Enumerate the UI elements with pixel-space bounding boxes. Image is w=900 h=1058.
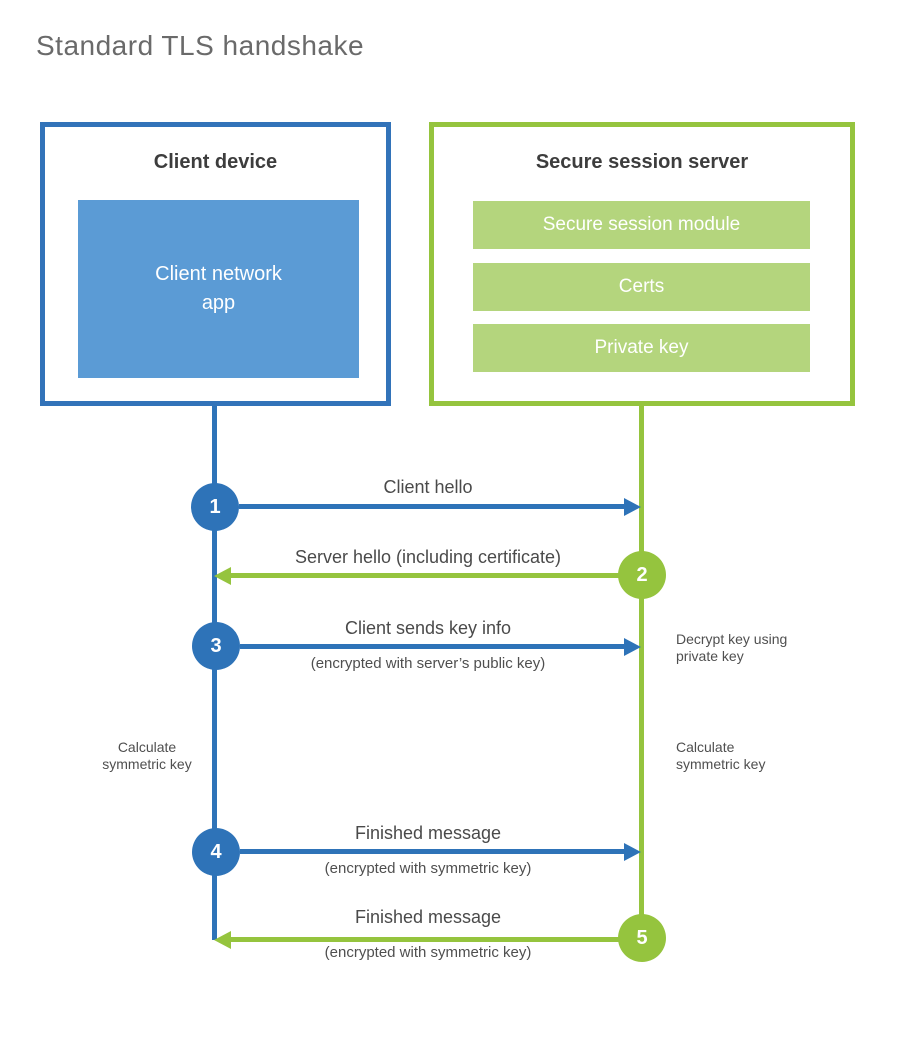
arrow-5-head-left-icon <box>214 931 231 949</box>
server-module-secure-session: Secure session module <box>473 201 810 249</box>
server-module-certs: Certs <box>473 263 810 311</box>
note-decrypt-key: Decrypt key using private key <box>676 631 788 664</box>
arrow-5-line <box>231 937 620 942</box>
client-lifeline <box>212 406 217 940</box>
step-4-number: 4 <box>210 840 222 863</box>
arrow-1-head-right-icon <box>624 498 641 516</box>
message-4-label: Finished message <box>354 823 502 843</box>
arrow-3-line <box>240 644 625 649</box>
message-5-label: Finished message <box>354 907 502 927</box>
step-3-marker: 3 <box>192 622 240 670</box>
server-module-private-key: Private key <box>473 324 810 372</box>
note-calculate-symmetric-key-client: Calculate symmetric key <box>102 739 192 772</box>
arrow-4-line <box>240 849 625 854</box>
message-3-label: Client sends key info <box>344 618 512 638</box>
message-3-sublabel: (encrypted with server’s public key) <box>310 655 546 672</box>
step-1-marker: 1 <box>191 483 239 531</box>
step-1-number: 1 <box>209 495 221 518</box>
client-device-title: Client device <box>153 151 278 173</box>
message-2-label: Server hello (including certificate) <box>294 547 562 567</box>
step-4-marker: 4 <box>192 828 240 876</box>
arrow-1-line <box>239 504 625 509</box>
secure-session-server-title: Secure session server <box>535 151 749 173</box>
arrow-4-head-right-icon <box>624 843 641 861</box>
step-2-marker: 2 <box>618 551 666 599</box>
step-3-number: 3 <box>210 634 222 657</box>
note-calculate-symmetric-key-server: Calculate symmetric key <box>676 739 766 772</box>
message-5-sublabel: (encrypted with symmetric key) <box>324 944 532 961</box>
step-5-marker: 5 <box>618 914 666 962</box>
arrow-2-head-left-icon <box>214 567 231 585</box>
arrow-3-head-right-icon <box>624 638 641 656</box>
message-4-sublabel: (encrypted with symmetric key) <box>324 860 532 877</box>
client-network-app-box: Client network app <box>78 200 359 378</box>
step-2-number: 2 <box>636 563 648 586</box>
arrow-2-line <box>231 573 620 578</box>
step-5-number: 5 <box>636 926 648 949</box>
server-lifeline <box>639 406 644 940</box>
diagram-title: Standard TLS handshake <box>36 30 365 61</box>
message-1-label: Client hello <box>383 477 473 497</box>
